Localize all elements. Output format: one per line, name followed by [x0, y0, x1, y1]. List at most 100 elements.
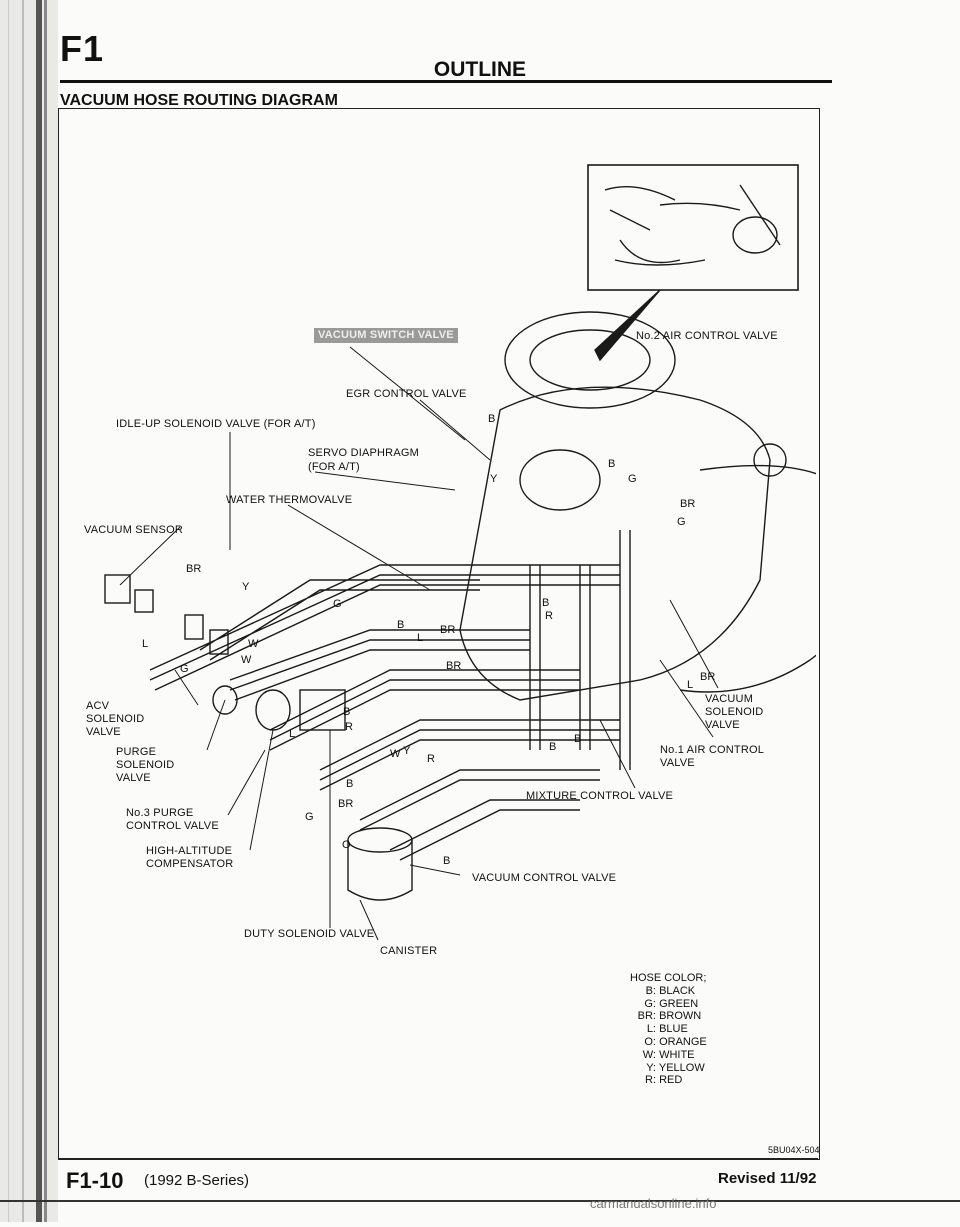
hose-code-label: BR — [680, 498, 695, 510]
header-rule — [60, 80, 832, 83]
label-purge-line3: VALVE — [116, 772, 151, 784]
vacuum-sensor — [104, 574, 131, 604]
label-servo-diaphragm-sub: (FOR A/T) — [308, 461, 360, 473]
label-no1-air-line1: No.1 AIR CONTROL — [660, 744, 765, 756]
engine-body — [459, 386, 771, 701]
label-vacuum-sensor: VACUUM SENSOR — [84, 524, 183, 536]
hose-code-label: W — [241, 654, 252, 666]
canister-body — [347, 840, 413, 901]
label-purge-line1: PURGE — [116, 746, 157, 758]
label-egr-control-valve: EGR CONTROL VALVE — [346, 388, 467, 400]
hose-code-label: Y — [490, 473, 498, 485]
hose-code-label: G — [677, 516, 686, 528]
hose-code-label: B — [542, 597, 549, 609]
hose-color-legend: HOSE COLOR; B: BLACK G: GREEN BR: BROWN … — [628, 972, 707, 1087]
page-title: VACUUM HOSE ROUTING DIAGRAM — [60, 92, 338, 109]
hose-code-label: O — [342, 839, 351, 851]
legend-item: Y: YELLOW — [646, 1061, 705, 1074]
label-no1-air-line2: VALVE — [660, 757, 695, 769]
hac — [255, 689, 291, 731]
legend-item: R: RED — [645, 1074, 683, 1087]
hose-code-label: BR — [446, 660, 461, 672]
carburetor — [519, 449, 601, 511]
label-hac-line1: HIGH-ALTITUDE — [146, 845, 233, 857]
hose-code-label: R — [545, 610, 553, 622]
label-no3-purge-line2: CONTROL VALVE — [126, 820, 219, 832]
diagram-frame — [58, 108, 820, 1160]
hose-code-label: B — [343, 706, 350, 718]
purge-solenoid — [184, 614, 204, 640]
hose-bundle — [149, 564, 620, 861]
hose-code-label: BR — [186, 563, 201, 575]
label-no3-purge-line1: No.3 PURGE — [126, 807, 194, 819]
hose-code-label: G — [180, 663, 189, 675]
watermark: carmanualsonline.info — [590, 1196, 717, 1211]
label-vacuum-control-valve: VACUUM CONTROL VALVE — [472, 872, 617, 884]
leader-lines — [119, 346, 719, 941]
label-acv-line3: VALVE — [86, 726, 121, 738]
air-cleaner-inner — [529, 329, 651, 391]
hose-code-label: B — [397, 619, 404, 631]
legend-title: HOSE COLOR; — [630, 972, 707, 984]
hose-routing-diagram: B B Y G BR G BR Y L G W W G B L BR B R B… — [104, 164, 816, 941]
hose-code-label: B — [346, 778, 353, 790]
page-bottom-edge — [0, 1200, 960, 1202]
label-vac-sol-line3: VALVE — [705, 719, 740, 731]
label-duty-solenoid: DUTY SOLENOID VALVE — [244, 928, 375, 940]
footer-rule — [58, 1158, 818, 1160]
hose-code-label: G — [305, 811, 314, 823]
hose-code-label: B — [488, 413, 495, 425]
label-vac-sol-line1: VACUUM — [705, 693, 754, 705]
inset-pointer — [594, 289, 661, 362]
hose-code-label: R — [345, 721, 353, 733]
vertical-hoses — [529, 530, 631, 770]
hose-code-label: G — [333, 598, 342, 610]
revision-date: Revised 11/92 — [718, 1170, 817, 1187]
hose-code-label: B — [549, 741, 556, 753]
canister-top — [347, 827, 413, 853]
document-number: 5BU04X-504 — [768, 1145, 820, 1155]
section-code: F1 — [60, 28, 105, 69]
label-vacuum-switch-valve: VACUUM SWITCH VALVE — [314, 328, 458, 343]
no3-purge — [212, 685, 238, 715]
hose-codes: B B Y G BR G BR Y L G W W G B L BR B R B… — [142, 413, 715, 867]
label-hac-line2: COMPENSATOR — [146, 858, 234, 870]
hose-code-label: Y — [242, 581, 250, 593]
hose-code-label: L — [142, 638, 148, 650]
label-mixture-control-valve: MIXTURE CONTROL VALVE — [526, 790, 674, 802]
label-acv-line2: SOLENOID — [86, 713, 145, 725]
legend-item: BR: BROWN — [637, 1010, 702, 1023]
label-servo-diaphragm: SERVO DIAPHRAGM — [308, 447, 419, 459]
bracket — [299, 689, 346, 731]
solenoid-3 — [209, 629, 229, 655]
hose-code-label: B — [574, 733, 581, 745]
hose-code-label: R — [427, 753, 435, 765]
label-vac-sol-line2: SOLENOID — [705, 706, 764, 718]
chapter-title: OUTLINE — [433, 58, 527, 81]
hose-code-label: W — [390, 748, 401, 760]
label-water-thermovalve: WATER THERMOVALVE — [226, 494, 353, 506]
label-canister: CANISTER — [380, 945, 438, 957]
binding-edge — [0, 0, 58, 1222]
cap — [753, 443, 787, 477]
legend-item: L: BLUE — [646, 1023, 688, 1036]
label-no2-air-control-valve: No.2 AIR CONTROL VALVE — [636, 330, 778, 342]
legend-item: G: GREEN — [644, 997, 699, 1010]
label-purge-line2: SOLENOID — [116, 759, 175, 771]
hose-code-label: Y — [403, 745, 411, 757]
model-name: (1992 B-Series) — [144, 1172, 250, 1189]
hose-code-label: L — [417, 632, 423, 644]
inset-cap — [732, 216, 778, 254]
hose-code-label: W — [248, 638, 259, 650]
label-idle-up-solenoid: IDLE-UP SOLENOID VALVE (FOR A/T) — [116, 418, 316, 430]
inset-lines — [604, 184, 781, 266]
hose-code-label: B — [443, 855, 450, 867]
hose-code-label: BR — [700, 671, 715, 683]
legend-item: W: WHITE — [642, 1048, 695, 1061]
hose-code-label: BR — [338, 798, 353, 810]
page-number: F1-10 — [66, 1168, 124, 1193]
hose-code-label: BR — [440, 624, 455, 636]
fender-outline — [679, 464, 816, 693]
hose-code-label: G — [628, 473, 637, 485]
hose-code-label: B — [608, 458, 615, 470]
